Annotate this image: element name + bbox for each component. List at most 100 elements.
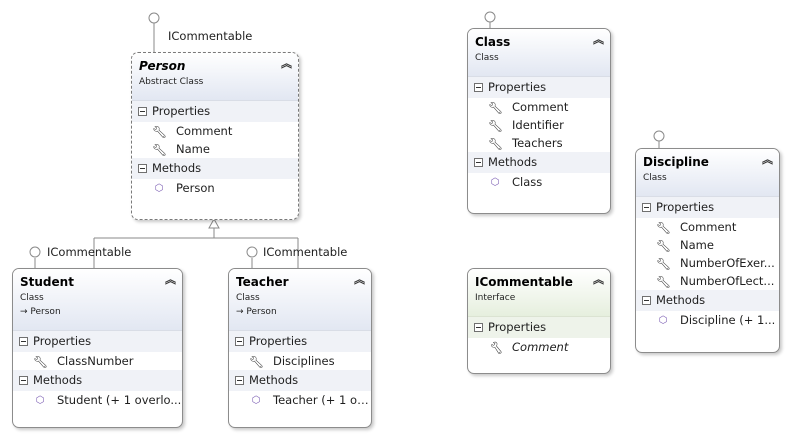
- student-name: Student: [20, 275, 74, 289]
- teacher-property-disciplines[interactable]: 🔧︎ Disciplines: [229, 352, 371, 370]
- method-cube-icon: ⬡: [490, 176, 500, 188]
- discipline-property-comment[interactable]: 🔧︎Comment: [636, 218, 779, 236]
- member-label: Teachers: [512, 136, 563, 150]
- teacher-method-ctor[interactable]: ⬡ Teacher (+ 1 ov...: [229, 391, 371, 409]
- discipline-header[interactable]: Discipline Class ︽: [636, 149, 779, 197]
- person-property-name[interactable]: 🔧︎Name: [132, 140, 298, 158]
- icommentable-header[interactable]: ICommentable Interface ︽: [468, 269, 610, 317]
- member-label: Comment: [680, 220, 737, 234]
- discipline-properties-section[interactable]: Properties: [636, 197, 779, 218]
- section-toggle-icon[interactable]: [19, 337, 28, 346]
- wrench-icon: 🔧︎: [488, 118, 504, 133]
- person-methods-section[interactable]: Methods: [132, 158, 298, 179]
- member-label: Teacher (+ 1 ov...: [273, 393, 371, 407]
- class-property-comment[interactable]: 🔧︎Comment: [468, 98, 610, 116]
- collapse-chevron-icon[interactable]: ︽: [354, 273, 365, 286]
- discipline-property-exercises[interactable]: 🔧︎ NumberOfExer...: [636, 254, 779, 272]
- member-label: Name: [680, 238, 714, 252]
- student-method-ctor[interactable]: ⬡ Student (+ 1 overlo...: [13, 391, 182, 409]
- collapse-chevron-icon[interactable]: ︽: [281, 57, 292, 70]
- student-methods-section[interactable]: Methods: [13, 370, 182, 391]
- section-toggle-icon[interactable]: [138, 107, 147, 116]
- discipline-method-ctor[interactable]: ⬡ Discipline (+ 1...: [636, 311, 779, 329]
- teacher-name: Teacher: [236, 275, 289, 289]
- student-class-shape[interactable]: Student Class → Person ︽ Properties 🔧︎Cl…: [12, 268, 183, 428]
- wrench-icon: 🔧︎: [656, 256, 672, 271]
- member-label: NumberOfExer...: [680, 256, 775, 270]
- section-toggle-icon[interactable]: [642, 203, 651, 212]
- class-property-teachers[interactable]: 🔧︎ Teachers: [468, 134, 610, 152]
- class-name: Class: [475, 35, 511, 49]
- student-property-classnumber[interactable]: 🔧︎ClassNumber: [13, 352, 182, 370]
- method-cube-icon: ⬡: [251, 394, 261, 406]
- teacher-base-class: → Person: [236, 307, 277, 317]
- section-toggle-icon[interactable]: [474, 323, 483, 332]
- student-base-class: → Person: [20, 307, 61, 317]
- class-header[interactable]: Class Class ︽: [468, 29, 610, 77]
- member-label: Identifier: [512, 118, 564, 132]
- teacher-properties-section[interactable]: Properties: [229, 331, 371, 352]
- collapse-chevron-icon[interactable]: ︽: [165, 273, 176, 286]
- student-header[interactable]: Student Class → Person ︽: [13, 269, 182, 331]
- icommentable-properties-section[interactable]: Properties: [468, 317, 610, 338]
- person-header[interactable]: Person Abstract Class ︽: [132, 53, 298, 101]
- section-label: Properties: [656, 200, 715, 214]
- inheritance-arrowhead: [208, 217, 220, 229]
- wrench-icon: 🔧︎: [656, 238, 672, 253]
- member-label: Student (+ 1 overlo...: [57, 393, 182, 407]
- section-label: Properties: [488, 320, 547, 334]
- discipline-kind: Class: [643, 173, 667, 183]
- discipline-property-name[interactable]: 🔧︎ Name: [636, 236, 779, 254]
- person-class-shape[interactable]: Person Abstract Class ︽ Properties 🔧︎Com…: [131, 52, 299, 220]
- member-label: ClassNumber: [57, 354, 134, 368]
- section-label: Properties: [152, 104, 211, 118]
- wrench-icon: 🔧︎: [152, 124, 168, 139]
- teacher-methods-section[interactable]: Methods: [229, 370, 371, 391]
- member-label: Discipline (+ 1...: [680, 313, 776, 327]
- collapse-chevron-icon[interactable]: ︽: [593, 33, 604, 46]
- section-toggle-icon[interactable]: [235, 376, 244, 385]
- section-toggle-icon[interactable]: [642, 296, 651, 305]
- wrench-icon: 🔧︎: [488, 136, 504, 151]
- person-properties-section[interactable]: Properties: [132, 101, 298, 122]
- icommentable-name: ICommentable: [475, 275, 573, 289]
- discipline-name: Discipline: [643, 155, 709, 169]
- class-method-ctor[interactable]: ⬡Class: [468, 173, 610, 191]
- student-interface-label: ICommentable: [47, 245, 132, 259]
- person-method-person[interactable]: ⬡Person: [132, 179, 298, 197]
- discipline-methods-section[interactable]: Methods: [636, 290, 779, 311]
- class-methods-section[interactable]: Methods: [468, 152, 610, 173]
- collapse-chevron-icon[interactable]: ︽: [762, 153, 773, 166]
- class-properties-section[interactable]: Properties: [468, 77, 610, 98]
- discipline-class-shape[interactable]: Discipline Class ︽ Properties 🔧︎Comment …: [635, 148, 780, 353]
- icommentable-interface-shape[interactable]: ICommentable Interface ︽ Properties 🔧︎Co…: [467, 268, 611, 374]
- student-properties-section[interactable]: Properties: [13, 331, 182, 352]
- section-toggle-icon[interactable]: [474, 83, 483, 92]
- member-label: Comment: [512, 340, 569, 354]
- collapse-chevron-icon[interactable]: ︽: [593, 273, 604, 286]
- section-toggle-icon[interactable]: [138, 164, 147, 173]
- wrench-icon: 🔧︎: [249, 354, 265, 369]
- section-label: Properties: [488, 80, 547, 94]
- member-label: Comment: [512, 100, 569, 114]
- section-toggle-icon[interactable]: [19, 376, 28, 385]
- section-toggle-icon[interactable]: [474, 158, 483, 167]
- teacher-header[interactable]: Teacher Class → Person ︽: [229, 269, 371, 331]
- teacher-kind: Class: [236, 293, 260, 303]
- method-cube-icon: ⬡: [35, 394, 45, 406]
- section-toggle-icon[interactable]: [235, 337, 244, 346]
- member-label: NumberOfLect...: [680, 274, 775, 288]
- class-class-shape[interactable]: Class Class ︽ Properties 🔧︎Comment 🔧︎Ide…: [467, 28, 611, 214]
- member-label: Name: [176, 142, 210, 156]
- class-kind: Class: [475, 53, 499, 63]
- person-lollipop-circle: [148, 12, 160, 24]
- discipline-property-lectures[interactable]: 🔧︎NumberOfLect...: [636, 272, 779, 290]
- icommentable-property-comment[interactable]: 🔧︎Comment: [468, 338, 610, 356]
- teacher-class-shape[interactable]: Teacher Class → Person ︽ Properties 🔧︎ Di…: [228, 268, 372, 428]
- class-property-identifier[interactable]: 🔧︎ Identifier: [468, 116, 610, 134]
- section-label: Properties: [33, 334, 92, 348]
- member-label: Disciplines: [273, 354, 335, 368]
- class-lollipop-circle: [484, 11, 496, 23]
- person-property-comment[interactable]: 🔧︎Comment: [132, 122, 298, 140]
- method-cube-icon: ⬡: [658, 314, 668, 326]
